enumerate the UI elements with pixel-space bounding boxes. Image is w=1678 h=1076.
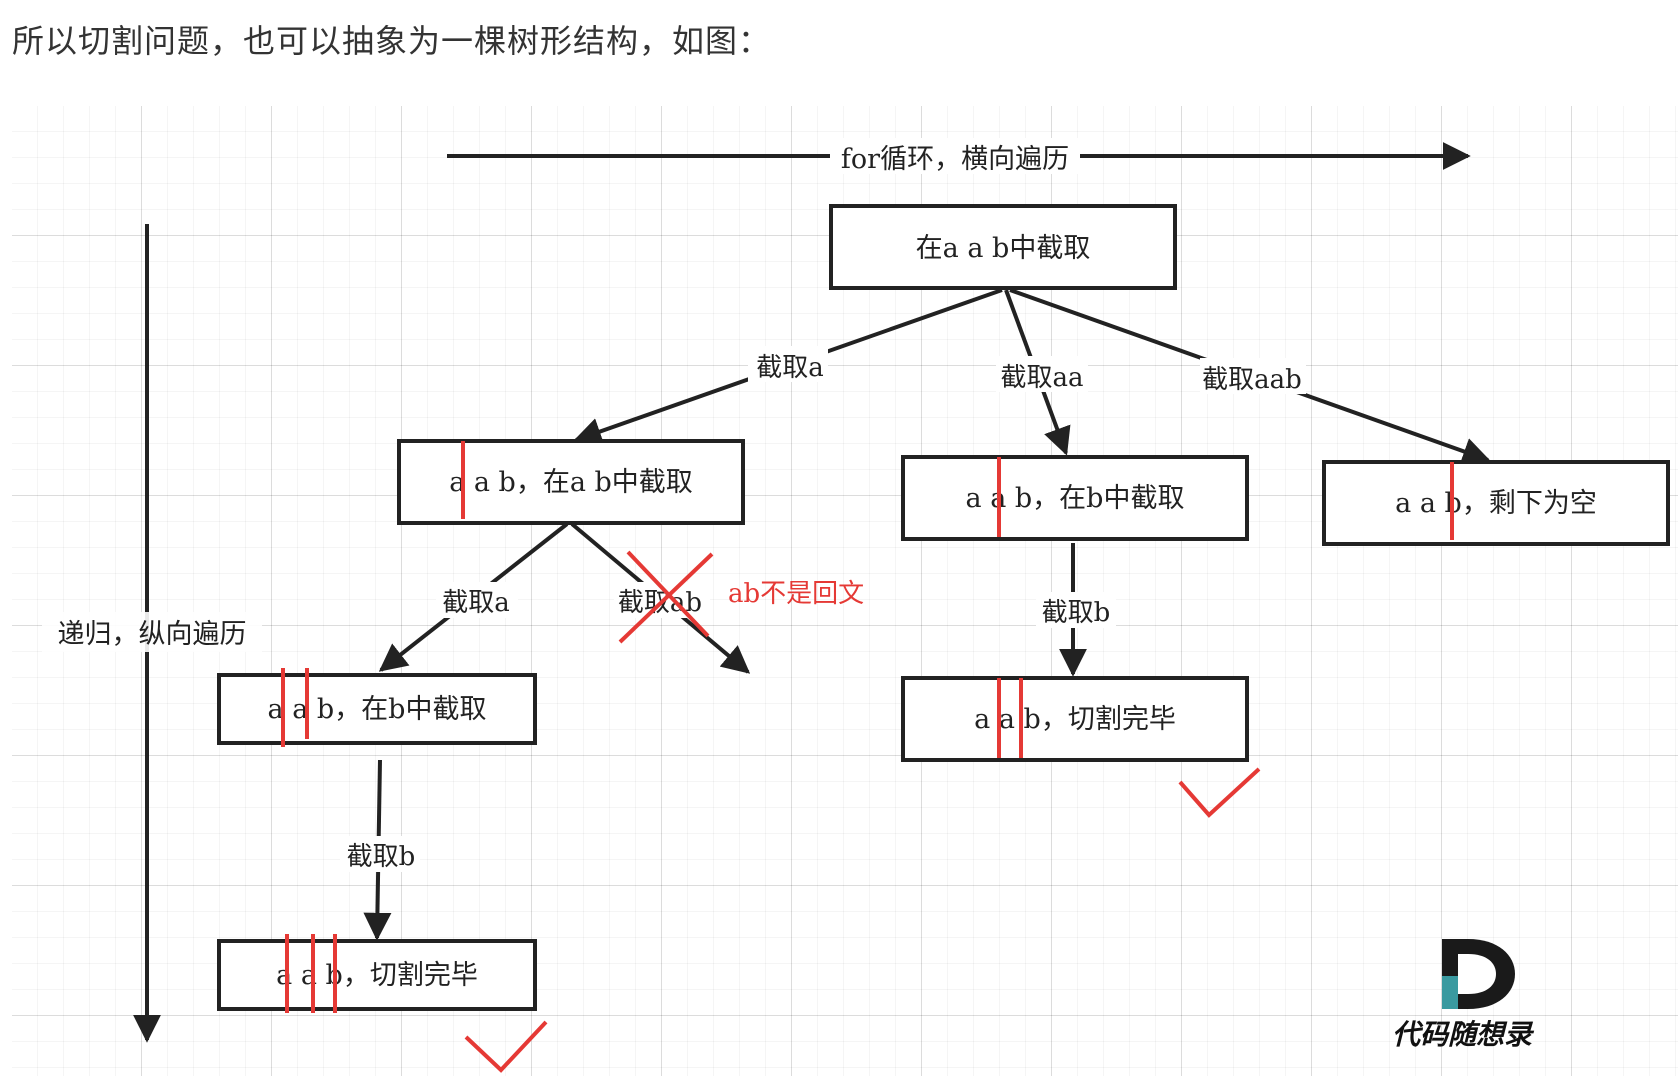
edge-label-mid-b: 截取b xyxy=(1042,598,1111,628)
edge-label-root-right: 截取aab xyxy=(1202,365,1302,395)
node-l3-left-label: a a b，切割完毕 xyxy=(276,960,478,991)
edge-labels: 截取a 截取aa 截取aab 截取a 截取ab 截取b 截取b xyxy=(340,346,1306,872)
node-l2-mid: a a b，切割完毕 xyxy=(901,676,1249,762)
node-root: 在a a b中截取 xyxy=(829,204,1177,290)
node-l2-mid-label: a a b，切割完毕 xyxy=(974,704,1176,735)
invalid-cross-icon xyxy=(618,550,714,644)
vertical-axis: 递归，纵向遍历 xyxy=(42,224,262,1043)
edge-label-left-a: 截取a xyxy=(442,588,510,618)
not-palindrome-note: ab不是回文 xyxy=(728,579,864,609)
node-l1-right: a a b，剩下为空 xyxy=(1322,460,1670,546)
node-l1-right-label: a a b，剩下为空 xyxy=(1395,488,1597,519)
node-l1-left: a a b，在a b中截取 xyxy=(397,439,745,525)
horizontal-axis: for循环，横向遍历 xyxy=(447,138,1471,175)
check-mark-icon xyxy=(464,1020,548,1073)
check-mark-icon xyxy=(1178,767,1261,818)
node-l1-left-label: a a b，在a b中截取 xyxy=(449,467,693,498)
edge-label-root-mid: 截取aa xyxy=(1000,363,1083,393)
logo-d-icon xyxy=(1442,939,1515,1009)
node-l3-left: a a b，切割完毕 xyxy=(217,934,537,1013)
tree-edges xyxy=(363,288,1491,941)
node-root-label: 在a a b中截取 xyxy=(916,233,1091,264)
intro-text: 所以切割问题，也可以抽象为一棵树形结构，如图： xyxy=(12,22,772,60)
node-l2-left: a a b，在b中截取 xyxy=(217,668,537,747)
node-l1-mid: a a b，在b中截取 xyxy=(901,455,1249,541)
edge-label-l2-b: 截取b xyxy=(347,842,416,872)
node-l2-left-label: a a b，在b中截取 xyxy=(268,694,487,725)
logo-text: 代码随想录 xyxy=(1392,1018,1535,1051)
edge-label-root-left: 截取a xyxy=(756,353,824,383)
horizontal-axis-label: for循环，横向遍历 xyxy=(841,144,1069,175)
logo: 代码随想录 xyxy=(1392,939,1535,1051)
node-l1-mid-label: a a b，在b中截取 xyxy=(966,483,1185,514)
vertical-axis-label: 递归，纵向遍历 xyxy=(58,619,247,650)
